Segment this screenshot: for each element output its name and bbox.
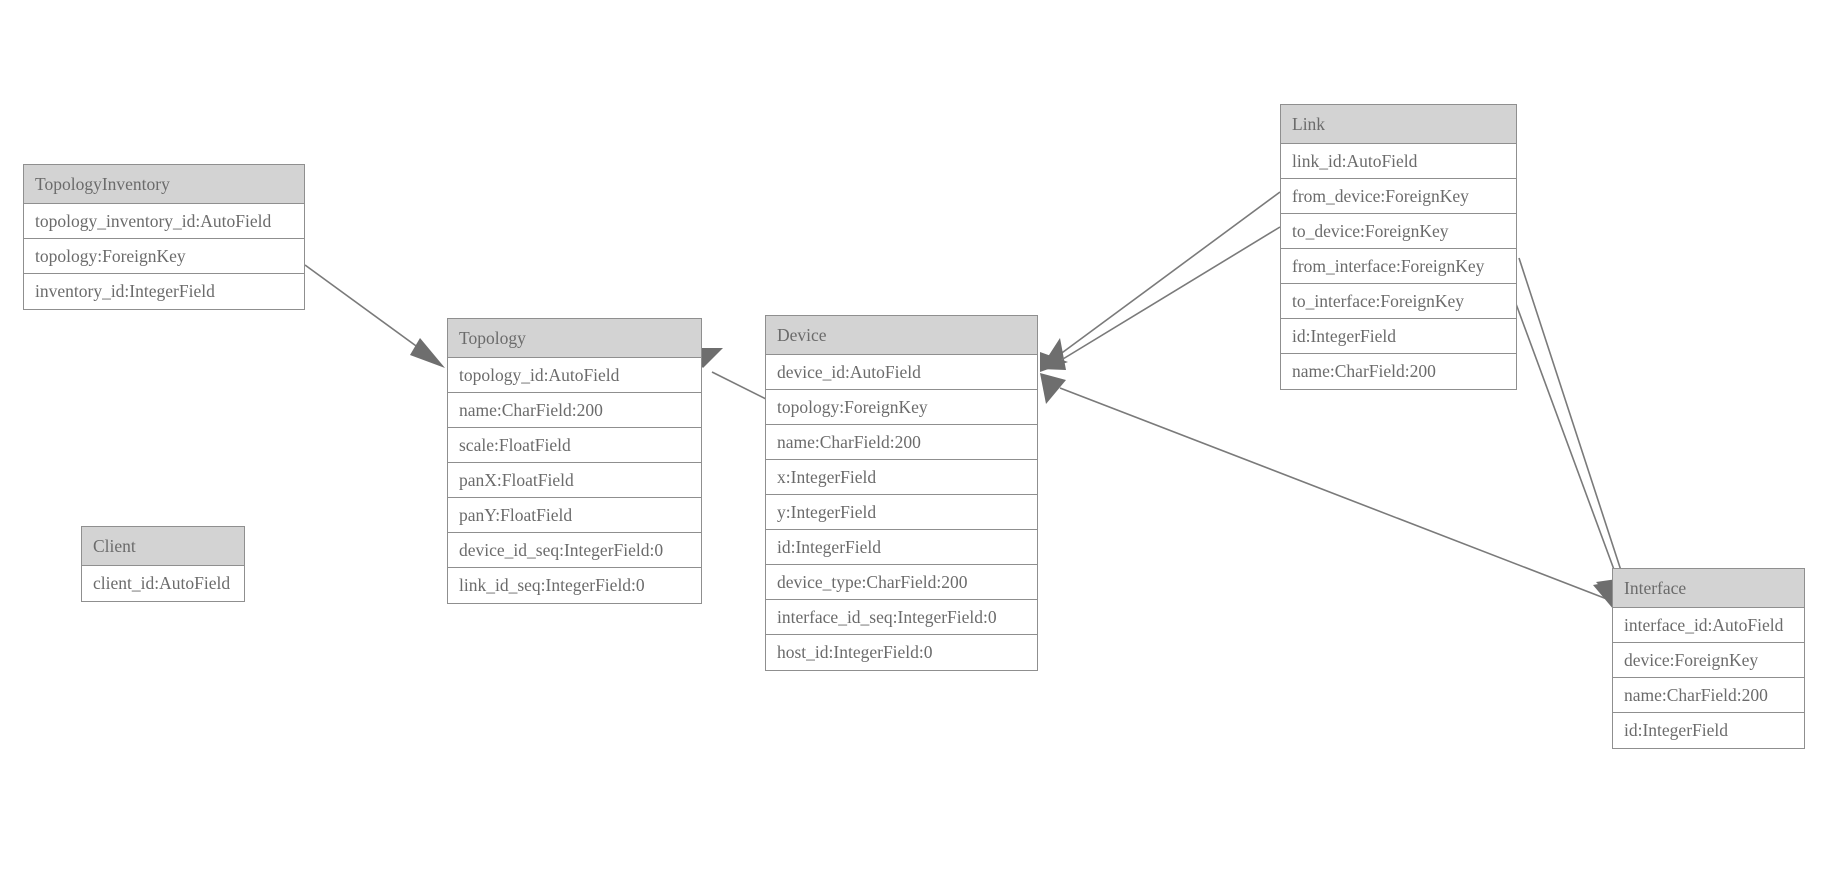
field-row[interactable]: link_id:AutoField	[1281, 144, 1516, 179]
relationship-link-device-to	[1040, 226, 1281, 372]
field-row[interactable]: topology_inventory_id:AutoField	[24, 204, 304, 239]
entity-device[interactable]: Device device_id:AutoField topology:Fore…	[765, 315, 1038, 671]
field-row[interactable]: topology:ForeignKey	[24, 239, 304, 274]
field-row[interactable]: x:IntegerField	[766, 460, 1037, 495]
field-row[interactable]: scale:FloatField	[448, 428, 701, 463]
field-row[interactable]: panY:FloatField	[448, 498, 701, 533]
field-row[interactable]: inventory_id:IntegerField	[35, 281, 215, 301]
field-row[interactable]: device:ForeignKey	[1613, 643, 1804, 678]
field-row[interactable]: from_device:ForeignKey	[1281, 179, 1516, 214]
entity-title-topology-inventory: TopologyInventory	[24, 165, 304, 204]
relationship-link-device-from	[1040, 191, 1281, 370]
entity-topology-inventory[interactable]: TopologyInventory topology_inventory_id:…	[23, 164, 305, 310]
field-row[interactable]: topology:ForeignKey	[766, 390, 1037, 425]
field-row[interactable]: interface_id:AutoField	[1613, 608, 1804, 643]
entity-field-list: client_id:AutoField	[82, 566, 244, 601]
entity-field-list: topology_inventory_id:AutoField topology…	[24, 204, 304, 309]
field-row[interactable]: device_id_seq:IntegerField:0	[448, 533, 701, 568]
relationship-link-interface-from	[1518, 257, 1629, 606]
field-row[interactable]: interface_id_seq:IntegerField:0	[766, 600, 1037, 635]
entity-title-interface: Interface	[1613, 569, 1804, 608]
field-row[interactable]: host_id:IntegerField:0	[777, 642, 933, 662]
relationship-interface-device	[1040, 373, 1613, 602]
field-row[interactable]: y:IntegerField	[766, 495, 1037, 530]
entity-client[interactable]: Client client_id:AutoField	[81, 526, 245, 602]
field-row[interactable]: id:IntegerField	[1624, 720, 1729, 740]
field-row[interactable]: panX:FloatField	[448, 463, 701, 498]
field-row[interactable]: to_interface:ForeignKey	[1281, 284, 1516, 319]
field-row[interactable]: name:CharField:200	[448, 393, 701, 428]
field-row[interactable]: name:CharField:200	[1292, 361, 1436, 381]
field-row[interactable]: device_id:AutoField	[766, 355, 1037, 390]
entity-title-topology: Topology	[448, 319, 701, 358]
field-row[interactable]: id:IntegerField	[766, 530, 1037, 565]
relationship-topologyinventory-topology	[304, 264, 445, 368]
entity-link[interactable]: Link link_id:AutoField from_device:Forei…	[1280, 104, 1517, 390]
field-row[interactable]: name:CharField:200	[1613, 678, 1804, 713]
field-row[interactable]: name:CharField:200	[766, 425, 1037, 460]
entity-title-client: Client	[82, 527, 244, 566]
field-row[interactable]: link_id_seq:IntegerField:0	[459, 575, 645, 595]
field-row[interactable]: topology_id:AutoField	[448, 358, 701, 393]
entity-title-device: Device	[766, 316, 1037, 355]
entity-field-list: interface_id:AutoField device:ForeignKey…	[1613, 608, 1804, 748]
entity-topology[interactable]: Topology topology_id:AutoField name:Char…	[447, 318, 702, 604]
field-row[interactable]: from_interface:ForeignKey	[1281, 249, 1516, 284]
field-row[interactable]: id:IntegerField	[1281, 319, 1516, 354]
field-row[interactable]: to_device:ForeignKey	[1281, 214, 1516, 249]
entity-title-link: Link	[1281, 105, 1516, 144]
field-row[interactable]: device_type:CharField:200	[766, 565, 1037, 600]
field-row[interactable]: client_id:AutoField	[93, 573, 231, 593]
entity-field-list: topology_id:AutoField name:CharField:200…	[448, 358, 701, 603]
entity-interface[interactable]: Interface interface_id:AutoField device:…	[1612, 568, 1805, 749]
relationship-link-interface-to	[1511, 292, 1624, 610]
entity-field-list: link_id:AutoField from_device:ForeignKey…	[1281, 144, 1516, 389]
entity-field-list: device_id:AutoField topology:ForeignKey …	[766, 355, 1037, 670]
